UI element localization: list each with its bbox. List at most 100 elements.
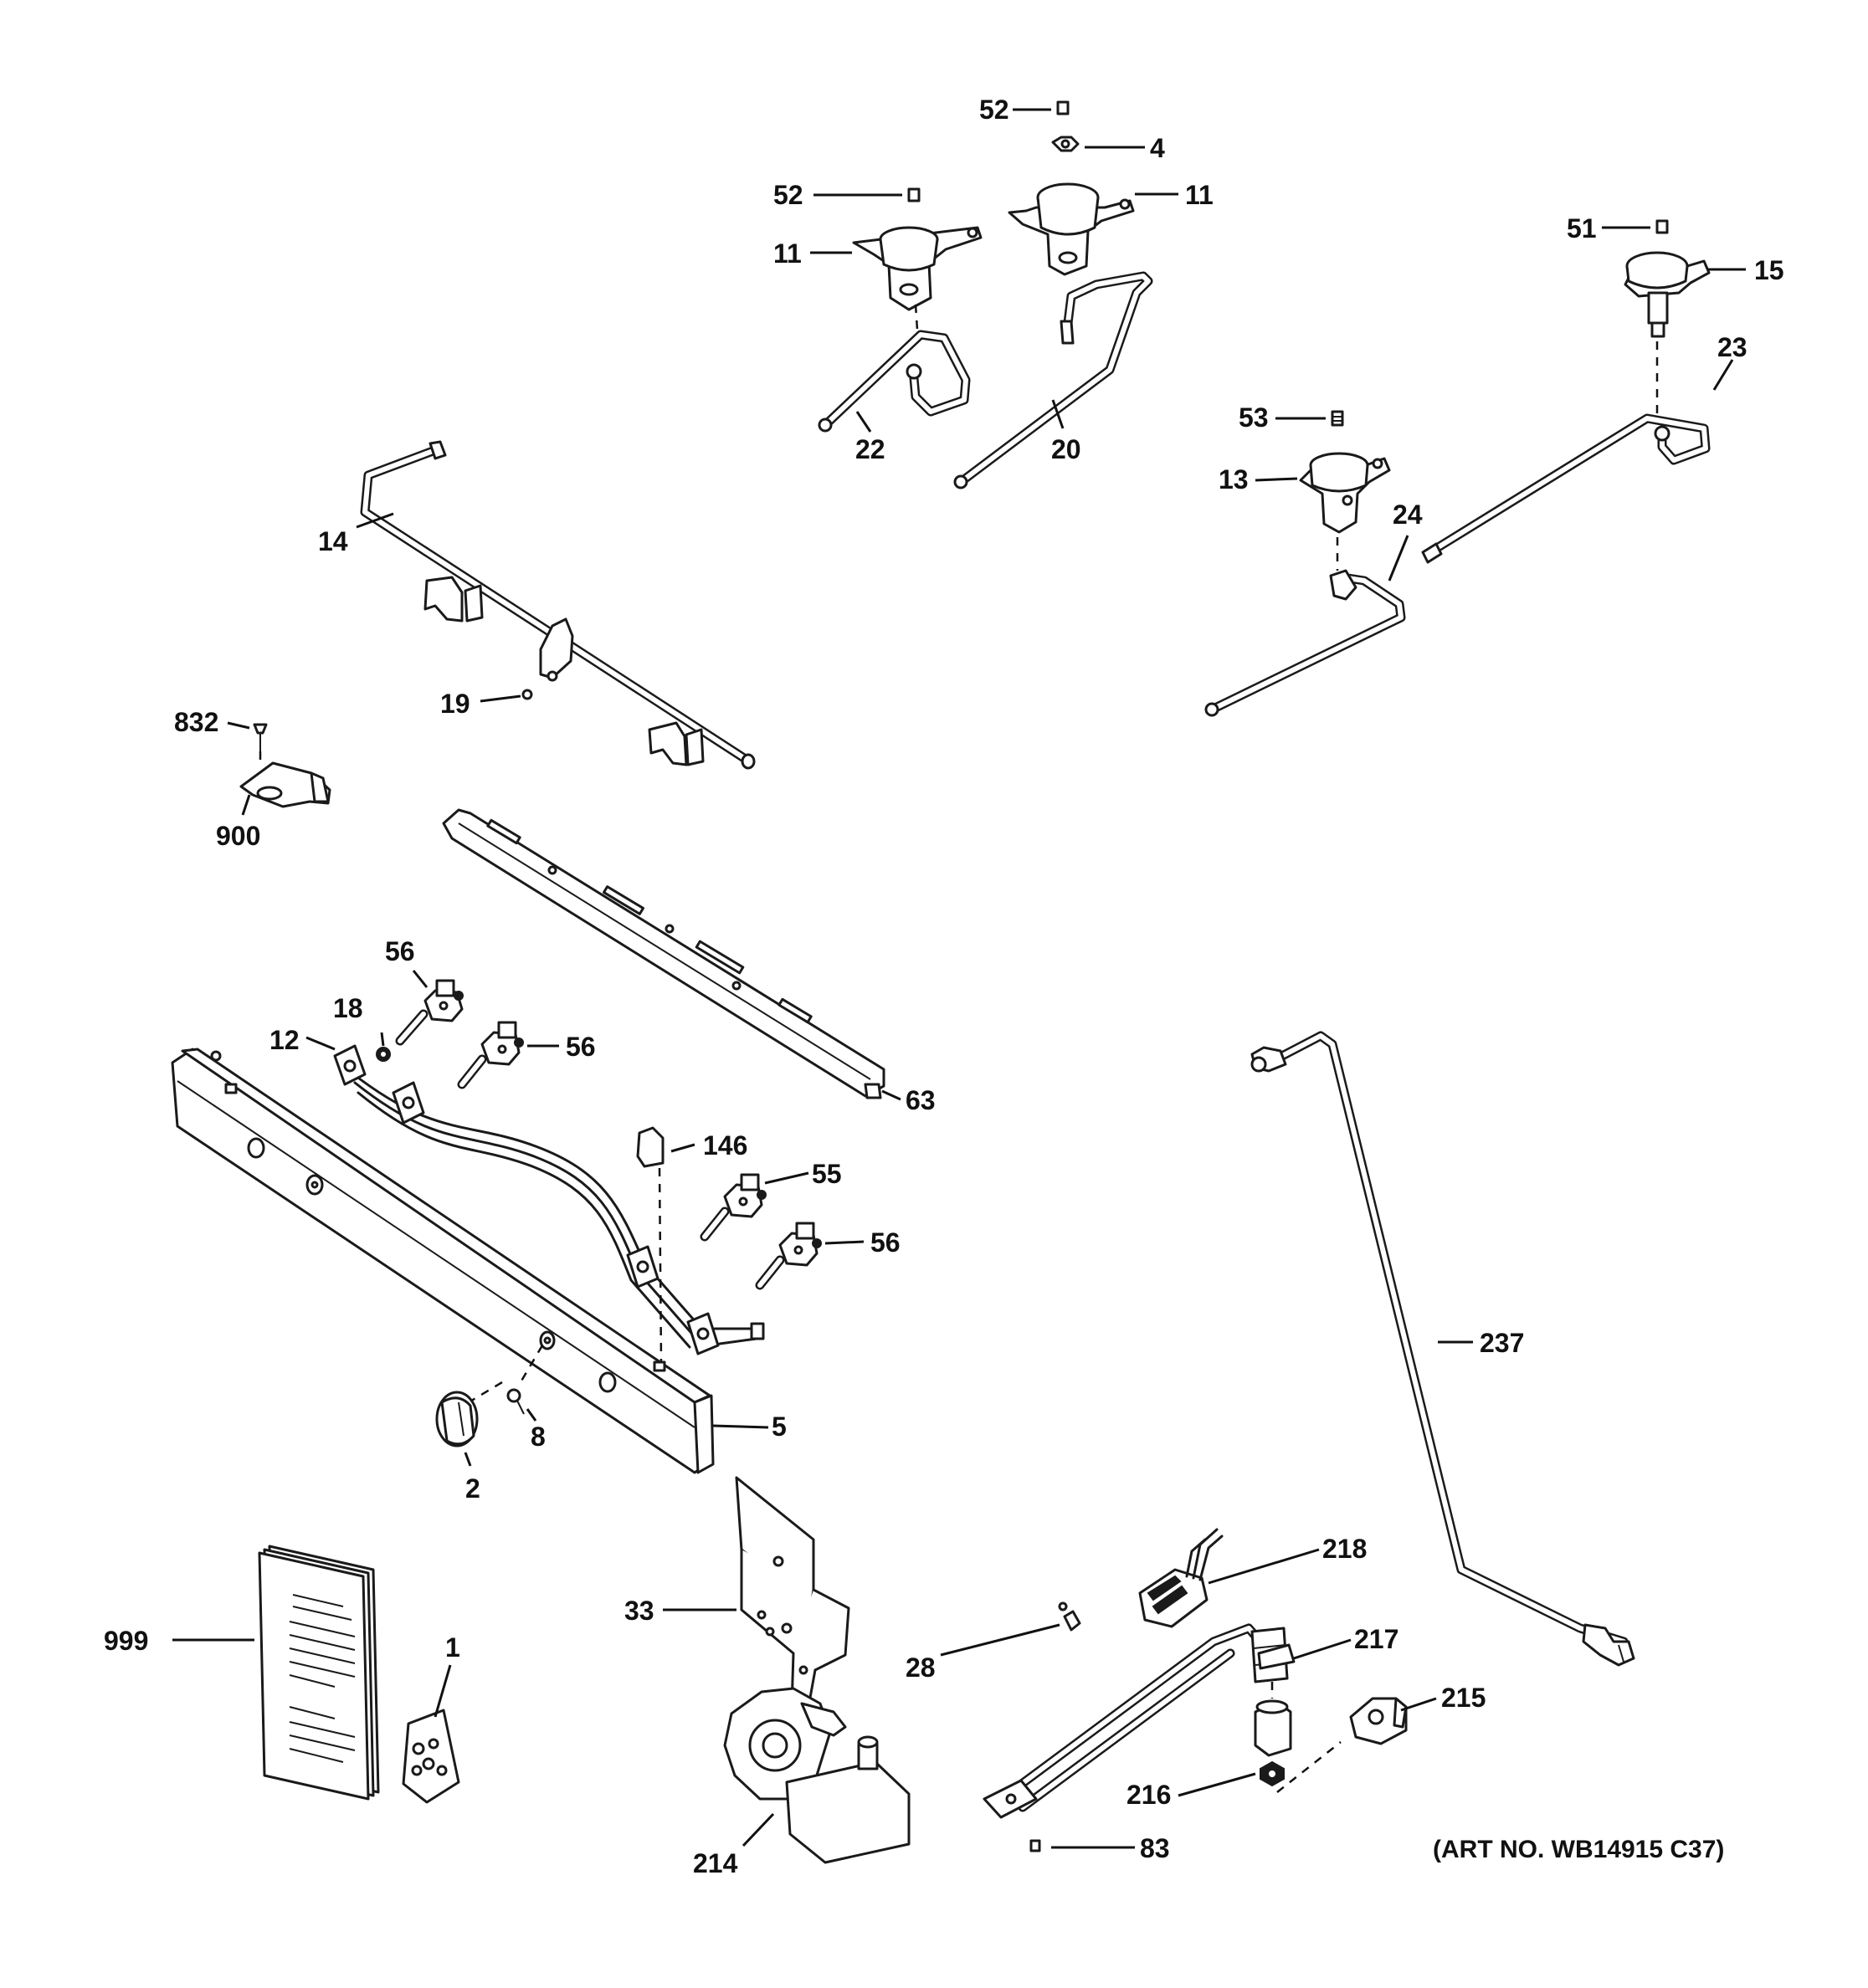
- part-214-oven-thermostat-valve: [723, 1687, 911, 1864]
- leader-832: [227, 721, 250, 730]
- callout-217: 217: [1354, 1624, 1398, 1654]
- part-orifice-holder: [1254, 1699, 1292, 1757]
- callout-15: 15: [1754, 255, 1784, 285]
- part-4-nut: [1051, 136, 1080, 152]
- callout-999: 999: [104, 1626, 148, 1656]
- part-12-ignition-harness: [333, 1044, 765, 1355]
- leader-63: [881, 1089, 901, 1101]
- leader-55: [764, 1171, 809, 1185]
- callout-55: 55: [812, 1159, 842, 1189]
- part-bake-burner-tube: [983, 1623, 1289, 1819]
- part-18-washer: [376, 1047, 391, 1062]
- callout-19: 19: [440, 689, 470, 719]
- callout-22: 22: [855, 434, 885, 464]
- callout-11-right: 11: [1185, 180, 1214, 210]
- leader-18: [380, 1032, 385, 1047]
- callout-52-left: 52: [773, 180, 803, 210]
- callout-20: 20: [1051, 434, 1081, 464]
- axis-22: [914, 304, 919, 330]
- part-13-burner-head: [1299, 452, 1391, 534]
- leader-28: [940, 1623, 1060, 1657]
- callout-5: 5: [772, 1412, 787, 1442]
- callout-1: 1: [445, 1632, 460, 1663]
- part-14-manifold: [360, 440, 756, 770]
- callout-900: 900: [216, 821, 260, 851]
- callout-216: 216: [1126, 1780, 1171, 1810]
- part-20-tube: [953, 271, 1153, 489]
- part-900-bracket: [239, 761, 331, 808]
- callout-53: 53: [1239, 402, 1269, 433]
- axis-215: [1276, 1741, 1342, 1793]
- callout-215: 215: [1441, 1683, 1486, 1713]
- callout-83: 83: [1140, 1833, 1170, 1863]
- callout-8: 8: [531, 1422, 546, 1452]
- part-1-hardware-bag: [402, 1709, 460, 1804]
- leader-217: [1293, 1638, 1352, 1660]
- callout-52-top: 52: [979, 95, 1009, 125]
- part-22-tube: [818, 330, 971, 433]
- callout-56-top: 56: [385, 936, 415, 966]
- axis-146: [658, 1167, 663, 1363]
- callout-832: 832: [174, 707, 218, 737]
- leader-146: [670, 1143, 695, 1153]
- leader-22: [855, 411, 872, 433]
- part-56-valve-lower: [755, 1222, 822, 1290]
- part-83-fastener: [1029, 1839, 1041, 1852]
- leader-14: [356, 512, 394, 529]
- part-5-control-panel: [171, 1048, 715, 1474]
- callout-56-middle: 56: [566, 1032, 596, 1062]
- callout-23: 23: [1717, 332, 1747, 362]
- part-218-igniter: [1138, 1528, 1224, 1628]
- axis-2: [468, 1381, 503, 1404]
- art-number: (ART NO. WB14915 C37): [1433, 1836, 1724, 1863]
- callout-63: 63: [906, 1085, 936, 1115]
- callout-12: 12: [269, 1025, 300, 1055]
- part-146-clip: [636, 1126, 665, 1168]
- manual-text-lines: [289, 1594, 356, 1763]
- callout-51: 51: [1567, 213, 1597, 243]
- leader-2: [464, 1452, 472, 1467]
- part-237-gas-line: [1250, 1031, 1635, 1667]
- callout-146: 146: [703, 1130, 747, 1161]
- callout-4: 4: [1150, 133, 1165, 163]
- leader-56-lower: [824, 1240, 865, 1245]
- leader-23: [1712, 359, 1734, 391]
- part-56-valve-top: [395, 979, 464, 1046]
- leader-56-top: [412, 970, 429, 988]
- leader-19: [480, 694, 521, 703]
- part-999-owner-manual: [258, 1545, 380, 1801]
- part-63-bracket: [442, 808, 885, 1099]
- part-11-burner-head-left: [852, 226, 983, 311]
- part-2-knob: [435, 1391, 479, 1447]
- part-217-bracket: [1257, 1643, 1296, 1670]
- callout-18: 18: [333, 993, 363, 1023]
- callout-33: 33: [624, 1596, 654, 1626]
- part-56-valve-middle: [457, 1021, 524, 1089]
- part-216-orifice: [1260, 1760, 1285, 1787]
- callout-56-lower: 56: [870, 1227, 901, 1258]
- leader-8: [526, 1408, 537, 1422]
- part-832-screw: [253, 723, 268, 751]
- leader-12: [305, 1036, 336, 1051]
- part-23-tube: [1421, 413, 1711, 564]
- part-53-screw: [1331, 410, 1344, 427]
- leader-24: [1388, 535, 1409, 582]
- part-215-bracket: [1349, 1697, 1408, 1745]
- part-52-screw-top: [1056, 100, 1070, 115]
- callout-28: 28: [906, 1652, 936, 1683]
- callout-24: 24: [1393, 500, 1423, 530]
- leader-215: [1400, 1697, 1437, 1712]
- leader-900: [241, 794, 251, 816]
- leader-13: [1255, 477, 1298, 482]
- part-11-burner-head-right: [1008, 182, 1135, 276]
- part-8-screw: [506, 1388, 525, 1415]
- leader-214: [742, 1812, 775, 1847]
- part-33-bracket: [735, 1476, 850, 1709]
- callout-14: 14: [318, 526, 348, 556]
- axis-8: [519, 1345, 544, 1383]
- part-15-burner-head: [1624, 251, 1711, 338]
- leader-5: [712, 1424, 769, 1429]
- part-52-screw-left: [907, 187, 921, 202]
- callout-237: 237: [1480, 1328, 1524, 1358]
